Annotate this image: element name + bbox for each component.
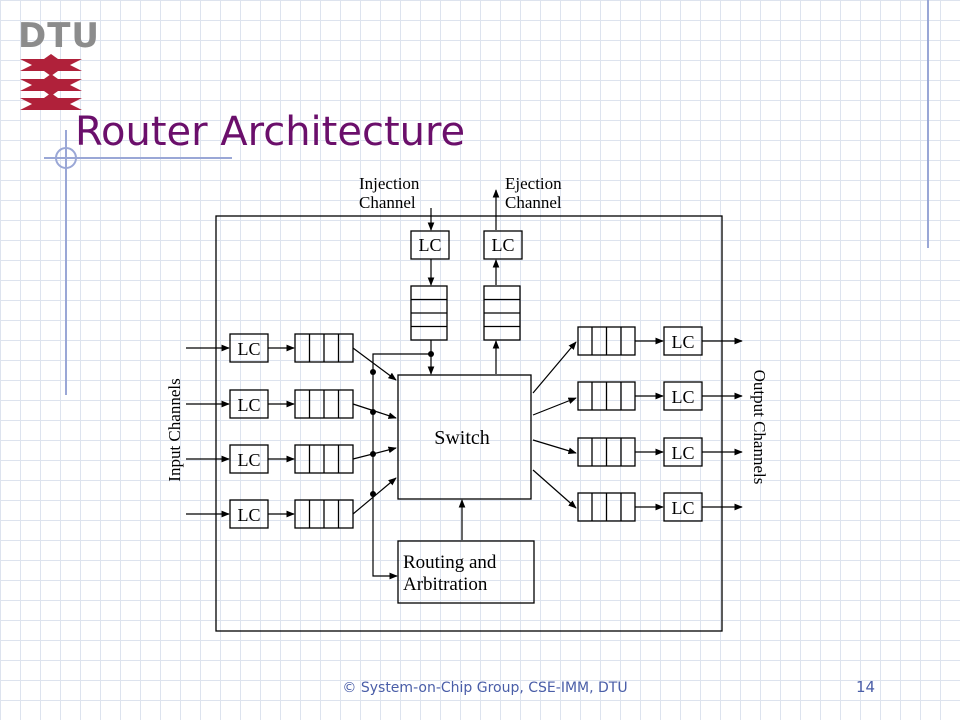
injection-buffer — [410, 285, 448, 341]
input-buffer-3 — [294, 444, 354, 474]
injection-channel-label-line1: Injection — [359, 174, 420, 193]
routing-label-line1: Routing and — [403, 552, 497, 573]
output-buffer-4 — [577, 492, 636, 522]
ejection-lc-box — [483, 230, 523, 260]
output-lc-label-3: LC — [671, 443, 694, 463]
routing-arbitration-box — [397, 540, 535, 604]
routing-label-line2: Arbitration — [403, 574, 488, 595]
input-lc-label-2: LC — [237, 395, 260, 415]
output-buffer-2 — [577, 381, 636, 411]
ejection-lc-label: LC — [491, 235, 514, 255]
dtu-logo: DTU — [18, 16, 101, 118]
input-channels-label: Input Channels — [165, 378, 184, 481]
logo-emblem-icon — [20, 54, 82, 110]
ejection-buffer — [483, 285, 521, 341]
input-lc-label-3: LC — [237, 450, 260, 470]
output-lc-label-2: LC — [671, 387, 694, 407]
slide-title: Router Architecture — [75, 109, 466, 155]
output-lc-label-4: LC — [671, 498, 694, 518]
injection-lc-box — [410, 230, 450, 260]
page-number: 14 — [856, 678, 876, 696]
injection-lc-label: LC — [418, 235, 441, 255]
input-lc-label-1: LC — [237, 339, 260, 359]
diagram-connections — [186, 189, 743, 580]
output-lc-label-1: LC — [671, 332, 694, 352]
junction-dots — [370, 351, 434, 497]
footer-copyright: © System-on-Chip Group, CSE-IMM, DTU — [342, 680, 628, 696]
output-buffer-1 — [577, 326, 636, 356]
ejection-channel-label-line1: Ejection — [505, 174, 562, 193]
input-buffer-4 — [294, 499, 354, 529]
input-buffer-1 — [294, 333, 354, 363]
input-lc-label-4: LC — [237, 505, 260, 525]
output-channels-label: Output Channels — [750, 370, 769, 485]
input-buffer-2 — [294, 389, 354, 419]
output-buffer-3 — [577, 437, 636, 467]
logo-text: DTU — [18, 16, 101, 56]
ejection-channel-label-line2: Channel — [505, 193, 562, 212]
injection-channel-label-line2: Channel — [359, 193, 416, 212]
switch-label: Switch — [434, 427, 490, 449]
router-boundary — [215, 215, 723, 632]
switch-box — [397, 374, 532, 500]
